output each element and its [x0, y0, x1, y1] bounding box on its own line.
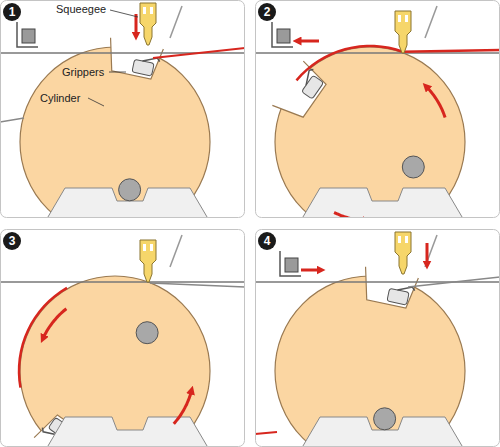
gripper — [132, 59, 154, 76]
base-cradle — [300, 188, 465, 218]
gripper — [387, 288, 409, 305]
flood-bracket — [280, 251, 301, 276]
flood-box — [22, 29, 35, 43]
flood-box — [285, 258, 298, 272]
press-panel — [255, 230, 500, 447]
motion-arrow — [297, 40, 319, 43]
flood-bar — [170, 235, 182, 267]
cam-roller — [136, 322, 158, 344]
gripper-finger — [142, 55, 160, 64]
motion-arrow — [426, 243, 429, 265]
cylinder — [275, 276, 465, 447]
callout-number: 3 — [3, 232, 21, 250]
flood-bracket — [17, 22, 38, 47]
press-panel — [0, 1, 245, 238]
gripper — [302, 75, 324, 99]
cam-roller — [119, 179, 141, 201]
flood-bar — [425, 235, 437, 267]
part-label: Squeegee — [56, 3, 106, 16]
paper-sheet — [150, 283, 245, 287]
flood-bar — [425, 6, 437, 38]
flood-bracket — [272, 22, 293, 47]
cam-roller — [374, 408, 396, 430]
leader-line — [109, 72, 126, 73]
panel-frame — [256, 230, 500, 447]
motion-arrow — [135, 14, 138, 36]
squeegee — [140, 240, 156, 282]
printed-sheet — [255, 432, 277, 434]
part-label: Cylinder — [40, 92, 80, 105]
cylinder — [20, 276, 210, 447]
press-panel — [255, 1, 500, 238]
flood-box — [277, 29, 290, 43]
gripper-notch — [272, 61, 329, 124]
gripper-finger — [397, 284, 415, 293]
printed-sheet — [19, 288, 67, 388]
gripper-finger — [301, 68, 316, 85]
cam-roller — [402, 156, 424, 178]
squeegee — [395, 232, 411, 274]
callout-number: 1 — [3, 3, 21, 21]
part-label: Grippers — [62, 66, 104, 79]
printed-sheet — [296, 46, 500, 80]
rotation-arrow — [43, 309, 67, 339]
paper-sheet — [0, 118, 24, 122]
printed-sheet — [153, 48, 245, 58]
motion-arrow — [301, 269, 321, 272]
press-panel — [0, 230, 245, 447]
leader-line — [110, 10, 138, 17]
squeegee — [140, 3, 156, 45]
gripper-notch — [359, 267, 418, 310]
callout-number: 2 — [258, 3, 276, 21]
screen — [255, 52, 500, 54]
panel-frame — [256, 1, 500, 218]
paper-sheet — [408, 277, 500, 287]
panel-frame — [1, 1, 245, 218]
callout-number: 4 — [258, 232, 276, 250]
squeegee — [395, 11, 411, 53]
base-cradle — [45, 417, 210, 447]
screen — [0, 281, 245, 283]
leader-line — [88, 98, 104, 106]
flood-bar — [170, 6, 182, 38]
cylinder — [20, 47, 210, 218]
gripper-notch — [104, 38, 163, 81]
rotation-arrow — [174, 390, 192, 424]
panel-frame — [1, 230, 245, 447]
rotation-arrow — [426, 86, 445, 117]
